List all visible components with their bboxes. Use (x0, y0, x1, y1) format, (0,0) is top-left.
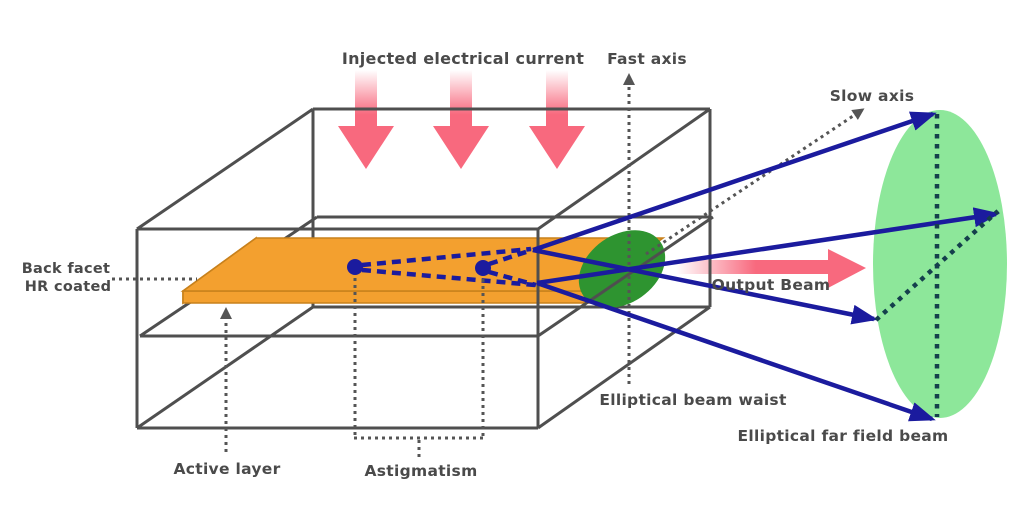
current-arrow-icon (529, 70, 585, 169)
slow-axis-fan-upper (361, 246, 532, 268)
ray-slow-axis-near (532, 247, 878, 325)
active-layer-front-face (182, 290, 592, 304)
beam-waist-label: Elliptical beam waist (599, 391, 787, 409)
far-field-label: Elliptical far field beam (737, 427, 948, 445)
slow-axis-label: Slow axis (830, 87, 915, 105)
fast-axis-fan-lower (488, 269, 537, 288)
injected-current-label: Injected electrical current (342, 49, 584, 68)
fast-axis-label: Fast axis (607, 50, 687, 68)
top-left-depth-edge (136, 107, 314, 231)
diagram-labels: Injected electrical current Fast axis Sl… (22, 49, 949, 480)
output-beam-label: Output Beam (712, 276, 831, 294)
far-field-slow-axis-line (874, 209, 1000, 322)
bottom-right-depth-edge (537, 305, 711, 430)
shelf-right-depth-edge (537, 215, 714, 338)
astigmatism-label: Astigmatism (364, 462, 477, 480)
slow-axis-line (645, 108, 865, 256)
back-facet-label-line1: Back facet (22, 261, 111, 277)
far-field-axes (874, 114, 1000, 417)
active-layer-label: Active layer (173, 460, 280, 478)
astigmatism-sources (347, 246, 537, 288)
fast-axis-source-point (475, 260, 491, 276)
output-beam-arrow-icon (676, 249, 866, 288)
current-arrow-icon (338, 70, 394, 169)
ray-fast-axis-up (532, 111, 937, 253)
annotation-dotted-lines (112, 73, 865, 458)
back-facet-label-line2: HR coated (25, 279, 112, 295)
slow-axis-source-point (347, 259, 363, 275)
injected-current-arrows (338, 70, 585, 169)
fast-axis-fan-upper (488, 247, 533, 267)
ray-fast-axis-down (536, 280, 936, 422)
top-right-depth-edge (537, 107, 711, 231)
beam-rays (532, 111, 1000, 422)
current-arrow-icon (433, 70, 489, 169)
ray-slow-axis-far (536, 207, 1000, 286)
far-field-ellipse (873, 110, 1007, 418)
